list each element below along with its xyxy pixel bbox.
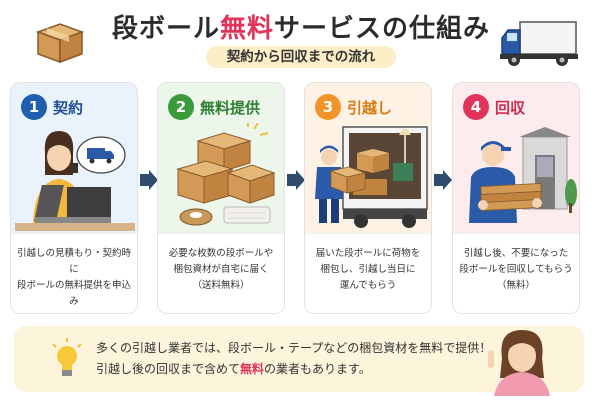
delivery-truck-icon (500, 21, 578, 66)
page-subtitle: 契約から回収までの流れ (206, 46, 396, 68)
collector-flat-boxes-illustration (469, 127, 577, 223)
step-number: 2 (168, 94, 194, 120)
step-number: 3 (315, 94, 341, 120)
step-label: 引越し (347, 98, 393, 117)
step-label: 無料提供 (200, 98, 261, 117)
cardboard-box-icon (35, 23, 85, 64)
step-label: 回収 (495, 98, 526, 117)
step-description: 届いた段ボールに荷物を梱包し、引越し当日に運んでもらう (315, 248, 421, 291)
step-panel-moving: 3 引越し 届いた段ボールに荷物を梱包し、引越し当日に運んでもらう (304, 82, 432, 314)
step-panel-free-supply: 2 無料提供 必要な枚数の段ボールや梱包資材が自宅に届く（送料無料） (157, 82, 285, 314)
step-panel-collection: 4 回収 引越し後、不要になった段ボールを回収してもらう（無料） (452, 82, 580, 314)
page-title: 段ボール無料サービスの仕組み (111, 14, 491, 44)
arrow-right-icon (434, 170, 452, 190)
arrow-right-icon (287, 170, 305, 190)
step-number: 1 (21, 94, 47, 120)
boxes-tape-illustration (176, 123, 276, 226)
pointing-woman-illustration (488, 330, 550, 396)
woman-laptop-illustration (15, 131, 135, 231)
arrow-right-icon (140, 170, 158, 190)
step-panel-contract: 1 契約 引越しの見積もり・契約時に段ボールの無料提供を申込み (10, 82, 138, 314)
header: 段ボール無料サービスの仕組み 契約から回収までの流れ (0, 0, 600, 78)
lightbulb-icon (52, 338, 82, 376)
step-description: 必要な枚数の段ボールや梱包資材が自宅に届く（送料無料） (168, 248, 274, 291)
note-text: 多くの引越し業者では、段ボール・テープなどの梱包資材を無料で提供！ 引越し後の回… (96, 341, 492, 376)
step-description: 引越し後、不要になった段ボールを回収してもらう（無料） (459, 248, 573, 291)
mover-truck-illustration (315, 126, 428, 228)
step-label: 契約 (53, 98, 84, 117)
step-number: 4 (463, 94, 489, 120)
step-description: 引越しの見積もり・契約時に段ボールの無料提供を申込み (17, 248, 132, 307)
